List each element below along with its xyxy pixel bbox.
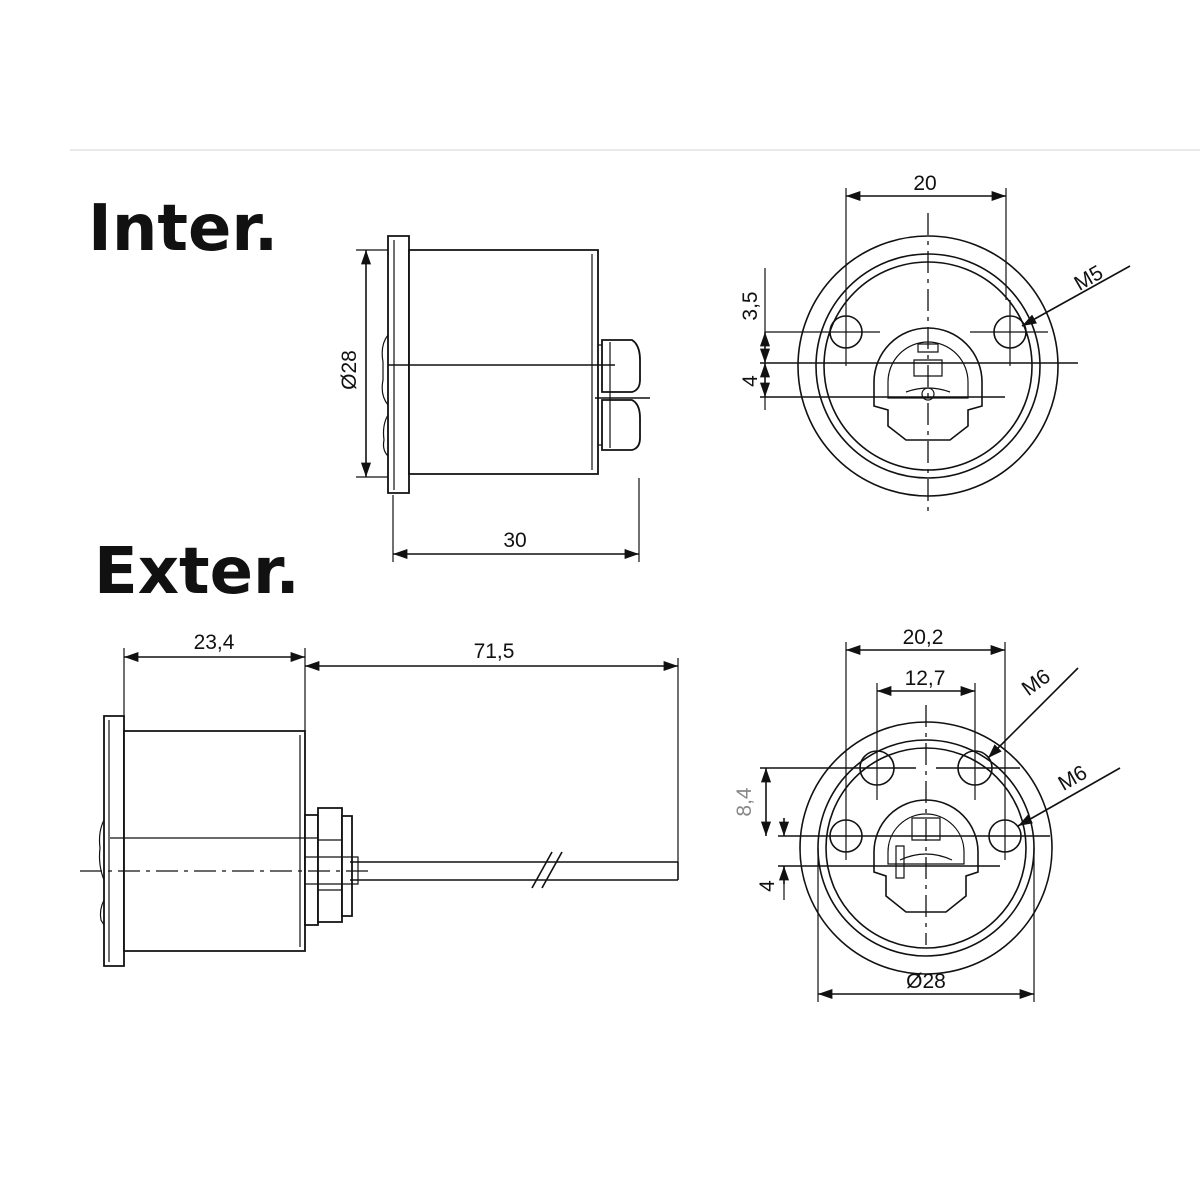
exter-inner-width-label: 12,7 xyxy=(905,667,946,690)
inter-front-view xyxy=(759,188,1131,513)
exter-diameter-label: Ø28 xyxy=(906,970,946,993)
exter-heading: Exter. xyxy=(94,535,300,609)
inter-side-view xyxy=(356,235,650,562)
exter-offset-upper-label: 8,4 xyxy=(733,787,756,817)
exter-body-length-label: 23,4 xyxy=(194,631,235,654)
inter-offset-lower-label: 4 xyxy=(739,375,762,387)
inter-offset-upper-label: 3,5 xyxy=(739,291,762,320)
inter-width-label: 20 xyxy=(913,172,936,195)
inter-diameter-label: Ø28 xyxy=(338,350,361,390)
exter-thread-upper-label: M6 xyxy=(1018,665,1055,701)
exter-shaft-length-label: 71,5 xyxy=(474,640,515,663)
exter-outer-width-label: 20,2 xyxy=(903,626,944,649)
inter-thread-label: M5 xyxy=(1070,261,1107,296)
inter-heading: Inter. xyxy=(88,192,278,266)
exter-side-view xyxy=(80,648,679,967)
exter-offset-lower-label: 4 xyxy=(756,880,779,892)
inter-length-label: 30 xyxy=(503,529,526,552)
exter-thread-lower-label: M6 xyxy=(1054,761,1091,796)
exter-front-view xyxy=(760,642,1121,1002)
